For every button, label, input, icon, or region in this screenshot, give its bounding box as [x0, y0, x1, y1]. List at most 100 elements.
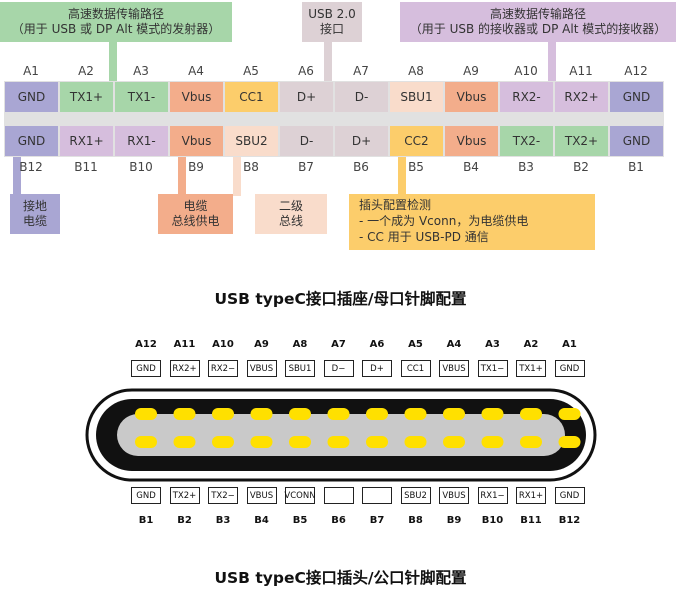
usb2-callout-connector — [324, 40, 332, 85]
plug-pin-a8: SBU1 — [285, 360, 315, 377]
socket-pin-label-a10: A10 — [514, 64, 538, 78]
plug-pin-b11: RX1+ — [516, 487, 546, 504]
plug-contact-b3 — [212, 436, 234, 448]
socket-pin-b7: D- — [280, 126, 333, 156]
plug-pin-label-a2: A2 — [523, 339, 539, 350]
socket-pin-a2: TX1+ — [60, 82, 113, 112]
plug-pin-label-a10: A10 — [212, 339, 234, 350]
socket-pin-label-a7: A7 — [353, 64, 369, 78]
socket-pin-label-b12: B12 — [19, 160, 43, 174]
plug-pin-label-b7: B7 — [369, 515, 385, 526]
socket-pin-a7: D- — [335, 82, 388, 112]
plug-pin-label-a7: A7 — [331, 339, 346, 350]
socket-pin-label-a5: A5 — [243, 64, 259, 78]
plug-pin-a7: D− — [323, 360, 354, 377]
rx-path-callout: 高速数据传输路径 （用于 USB 的接收器或 DP Alt 模式的接收器） — [400, 2, 676, 42]
rx-callout-connector — [548, 40, 556, 85]
plug-pin-a10: RX2− — [208, 360, 238, 377]
plug-contact-b9 — [443, 436, 465, 448]
plug-contact-a12 — [135, 408, 157, 420]
plug-pin-a1: GND — [554, 360, 585, 377]
plug-contact-b7 — [366, 436, 388, 448]
cc-detection-callout: 插头配置检测 - 一个成为 Vconn，为电缆供电 - CC 用于 USB-PD… — [349, 194, 595, 250]
socket-pin-label-b2: B2 — [573, 160, 589, 174]
plug-pin-label-a9: A9 — [254, 339, 269, 350]
plug-contact-a5 — [404, 408, 427, 420]
socket-pin-label-a8: A8 — [408, 64, 424, 78]
plug-pin-label-b2: B2 — [177, 515, 192, 526]
socket-pin-b11: RX1+ — [60, 126, 113, 156]
ground-callout-connector — [13, 156, 21, 196]
socket-pin-a12: GND — [610, 82, 663, 112]
plug-pin-label-a6: A6 — [369, 339, 385, 350]
socket-pin-label-a6: A6 — [298, 64, 314, 78]
socket-pin-a9: Vbus — [445, 82, 498, 112]
socket-title: USB typeC接口插座/母口针脚配置 — [214, 290, 467, 308]
socket-pin-a11: RX2+ — [555, 82, 608, 112]
socket-pin-label-a2: A2 — [78, 64, 94, 78]
plug-pin-a12: GND — [131, 360, 161, 377]
socket-pin-b12: GND — [5, 126, 58, 156]
plug-pin-b4: VBUS — [246, 487, 277, 504]
plug-pin-b8: SBU2 — [400, 487, 431, 504]
plug-contact-b5 — [289, 436, 311, 448]
socket-pin-label-b4: B4 — [463, 160, 479, 174]
plug-pin-label-b10: B10 — [481, 515, 504, 526]
socket-pin-b3: TX2- — [500, 126, 553, 156]
plug-pin-label-a8: A8 — [292, 339, 308, 350]
plug-contact-b12 — [558, 436, 581, 448]
plug-contact-a2 — [520, 408, 542, 420]
socket-pin-label-b3: B3 — [518, 160, 534, 174]
plug-contact-a3 — [481, 408, 504, 420]
socket-pin-label-a1: A1 — [23, 64, 39, 78]
plug-contact-b6 — [327, 436, 350, 448]
plug-pin-a4: VBUS — [439, 360, 469, 377]
plug-contact-a11 — [173, 408, 196, 420]
socket-pin-b4: Vbus — [445, 126, 498, 156]
plug-pin-a5: CC1 — [400, 360, 431, 377]
socket-pin-label-b1: B1 — [628, 160, 644, 174]
plug-pin-label-a5: A5 — [408, 339, 423, 350]
plug-title: USB typeC接口插头/公口针脚配置 — [214, 569, 467, 587]
plug-contact-a10 — [212, 408, 234, 420]
plug-pin-label-b9: B9 — [446, 515, 462, 526]
plug-contact-b11 — [520, 436, 542, 448]
plug-contact-b2 — [173, 436, 196, 448]
socket-pin-a6: D+ — [280, 82, 333, 112]
socket-pin-a1: GND — [5, 82, 58, 112]
socket-pin-label-b7: B7 — [298, 160, 314, 174]
plug-pin-b6 — [323, 487, 354, 504]
plug-pin-label-b3: B3 — [215, 515, 231, 526]
socket-pin-label-a9: A9 — [463, 64, 479, 78]
plug-pin-label-b12: B12 — [558, 515, 581, 526]
usb2-callout: USB 2.0 接口 — [302, 2, 362, 42]
plug-pin-b3: TX2− — [208, 487, 238, 504]
plug-contact-a4 — [443, 408, 465, 420]
socket-pin-label-b11: B11 — [74, 160, 98, 174]
socket-pin-b10: RX1- — [115, 126, 168, 156]
socket-pin-a5: CC1 — [225, 82, 278, 112]
plug-pin-b12: GND — [554, 487, 585, 504]
socket-pin-label-a4: A4 — [188, 64, 204, 78]
socket-pin-a8: SBU1 — [390, 82, 443, 112]
plug-pin-a9: VBUS — [246, 360, 277, 377]
socket-pin-label-b9: B9 — [188, 160, 204, 174]
plug-pin-label-a3: A3 — [485, 339, 500, 350]
plug-contact-a8 — [289, 408, 311, 420]
plug-pin-b10: RX1− — [477, 487, 508, 504]
socket-pin-b2: TX2+ — [555, 126, 608, 156]
cc-callout-line1: - 一个成为 Vconn，为电缆供电 — [359, 214, 529, 229]
plug-pin-label-b5: B5 — [292, 515, 308, 526]
plug-contact-a7 — [327, 408, 350, 420]
plug-pin-b7 — [362, 487, 392, 504]
socket-pin-label-a11: A11 — [569, 64, 593, 78]
plug-pin-b1: GND — [131, 487, 161, 504]
socket-pin-label-b10: B10 — [129, 160, 153, 174]
socket-pin-b5: CC2 — [390, 126, 443, 156]
plug-pin-a6: D+ — [362, 360, 392, 377]
plug-pin-a11: RX2+ — [169, 360, 200, 377]
socket-pin-b8: SBU2 — [225, 126, 278, 156]
plug-pin-label-a4: A4 — [446, 339, 462, 350]
plug-pin-b9: VBUS — [439, 487, 469, 504]
socket-pin-b9: Vbus — [170, 126, 223, 156]
